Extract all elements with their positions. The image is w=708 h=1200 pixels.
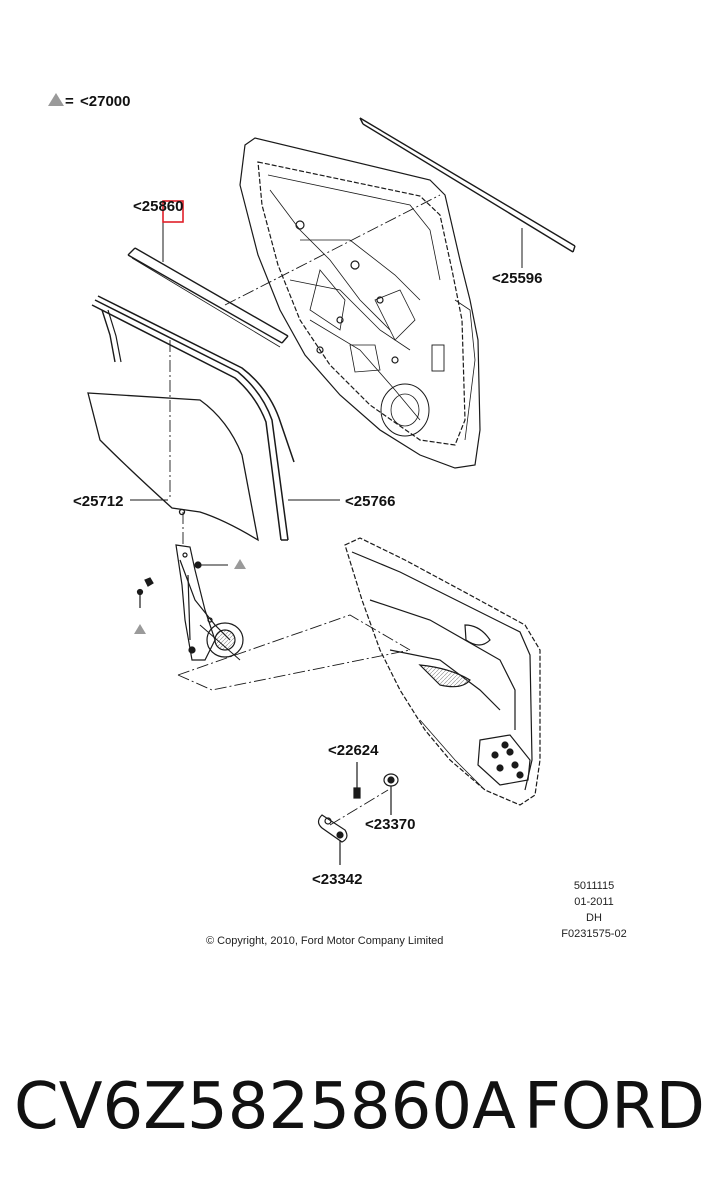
window-regulator	[136, 544, 244, 661]
door-glass	[87, 392, 259, 542]
callout-outer-belt[interactable]: <25596	[492, 270, 543, 287]
legend-ref-label: <27000	[80, 93, 131, 110]
copyright-notice: © Copyright, 2010, Ford Motor Company Li…	[206, 935, 444, 947]
door-trim-panel	[344, 537, 541, 806]
callout-crank[interactable]: <23342	[312, 871, 363, 888]
outer-belt-strip	[359, 117, 576, 268]
bolt-triangle-icon	[134, 624, 146, 634]
door-inner-panel	[239, 137, 481, 469]
brand-caption: FORD	[524, 1070, 705, 1144]
callout-handle-screw[interactable]: <22624	[328, 742, 379, 759]
legend-triangle-icon	[48, 93, 64, 106]
top-seal-strip	[127, 222, 289, 348]
glass-run-channel	[91, 295, 340, 541]
highlight-box	[162, 200, 184, 223]
stamp-line-1: 5011115	[573, 880, 615, 892]
stamp-line-3: DH	[586, 912, 602, 924]
handle-hardware	[317, 762, 399, 865]
callout-run-channel[interactable]: <25766	[345, 493, 396, 510]
stamp-line-4: F0231575-02	[561, 928, 627, 940]
callout-bezel[interactable]: <23370	[365, 816, 416, 833]
stamp-line-2: 01-2011	[574, 896, 614, 908]
drawing-stamp: 5011115 01-2011 DH F0231575-02	[549, 878, 639, 942]
callout-glass[interactable]: <25712	[73, 493, 124, 510]
construction-lines	[169, 194, 441, 826]
legend-equals: =	[65, 93, 74, 110]
part-number-caption: CV6Z5825860A	[14, 1070, 516, 1144]
regulator-triangle-icon	[234, 559, 246, 569]
callout-top-seal[interactable]: <25860	[133, 198, 184, 215]
